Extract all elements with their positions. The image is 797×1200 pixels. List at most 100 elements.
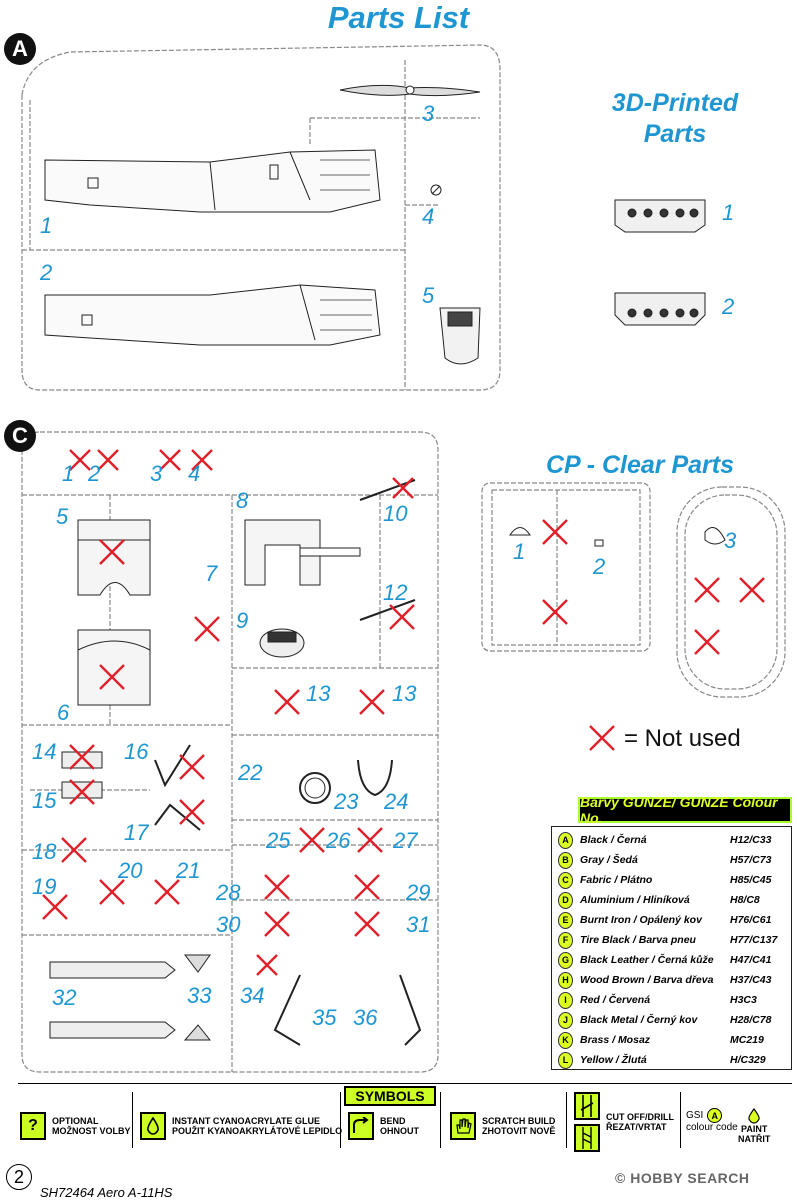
gsi-row: GSI A bbox=[686, 1108, 723, 1123]
small-block-parts bbox=[61, 751, 103, 799]
strut-part-10 bbox=[359, 479, 416, 621]
colour-letter-icon: B bbox=[558, 851, 573, 869]
sprue-c-part-number: 15 bbox=[32, 788, 57, 813]
ring-part-23 bbox=[299, 772, 331, 804]
symbol-glue-label: INSTANT CYANOACRYLATE GLUE bbox=[172, 1116, 321, 1126]
colour-name: Burnt Iron / Opálený kov bbox=[580, 914, 702, 926]
symbol-cut-label: CUT OFF/DRILL bbox=[606, 1112, 674, 1122]
colour-name: Black Leather / Černá kůže bbox=[580, 954, 714, 966]
symbol-separator bbox=[566, 1092, 567, 1148]
symbol-bend-label: BEND bbox=[380, 1116, 406, 1126]
clear-part-number: 2 bbox=[593, 554, 606, 579]
symbol-cut-label-cz: ŘEZAT/VRTAT bbox=[606, 1122, 667, 1132]
sprue-c-part-number: 7 bbox=[205, 561, 218, 586]
sprue-a-part-number: 1 bbox=[40, 213, 53, 238]
sprue-c-part-number: 2 bbox=[88, 461, 101, 486]
colour-letter-icon: K bbox=[558, 1031, 573, 1049]
cut-off-icon bbox=[574, 1092, 600, 1120]
sprue-c-part-number: 12 bbox=[383, 580, 408, 605]
question-icon: ? bbox=[20, 1112, 46, 1140]
rod-parts bbox=[154, 744, 201, 831]
colour-name: Yellow / Žlutá bbox=[580, 1054, 647, 1066]
symbol-separator bbox=[132, 1092, 133, 1148]
section-badge-c: C bbox=[4, 420, 36, 452]
colour-name: Gray / Šedá bbox=[580, 854, 638, 866]
colour-letter-icon: C bbox=[558, 871, 573, 889]
not-used-legend: = Not used bbox=[624, 725, 741, 752]
printed-engine-2 bbox=[614, 292, 706, 326]
hand-icon bbox=[450, 1112, 476, 1140]
seat-part-6 bbox=[77, 629, 151, 706]
symbol-scratch-label-cz: ZHOTOVIT NOVĚ bbox=[482, 1126, 556, 1136]
colour-letter-icon: E bbox=[558, 911, 573, 929]
sprue-c-part-number: 21 bbox=[176, 858, 201, 883]
product-code: SH72464 Aero A-11HS bbox=[40, 1185, 173, 1200]
symbol-gsi: GSI A colour code bbox=[686, 1108, 738, 1133]
cone-part-33 bbox=[183, 954, 212, 1041]
strut-parts bbox=[273, 974, 422, 1046]
paint-drop-icon bbox=[748, 1108, 760, 1124]
sprue-c-part-number: 14 bbox=[32, 739, 57, 764]
sprue-c-part-number: 13 bbox=[306, 681, 331, 706]
sprue-c-part-number: 1 bbox=[62, 461, 75, 486]
sprue-c-part-number: 3 bbox=[150, 461, 163, 486]
colour-code: H37/C43 bbox=[730, 974, 772, 986]
clear-part-number: 3 bbox=[724, 528, 737, 553]
sprue-c-part-number: 18 bbox=[32, 839, 57, 864]
sprue-c-part-number: 33 bbox=[187, 983, 212, 1008]
sprue-c-part-number: 36 bbox=[353, 1005, 378, 1030]
colour-code: H47/C41 bbox=[730, 954, 772, 966]
colour-code: H/C329 bbox=[730, 1054, 766, 1066]
sprue-a-part-number: 3 bbox=[422, 101, 435, 126]
colour-letter-icon: F bbox=[558, 931, 573, 949]
page-number: 2 bbox=[6, 1164, 32, 1190]
bracket-part-8 bbox=[244, 519, 361, 586]
sprue-a-part-number: 5 bbox=[422, 283, 435, 308]
symbol-separator bbox=[440, 1092, 441, 1148]
colour-table-title: Barvy GUNZE/ GUNZE Colour No. bbox=[578, 794, 792, 826]
colour-name: Aluminium / Hliníková bbox=[580, 894, 690, 906]
colour-name: Fabric / Plátno bbox=[580, 874, 653, 886]
sprue-c-part-number: 31 bbox=[406, 912, 431, 937]
colour-letter-icon: I bbox=[558, 991, 573, 1009]
symbols-divider bbox=[18, 1083, 792, 1084]
sprue-c-part-number: 16 bbox=[124, 739, 149, 764]
sprue-c-part-number: 34 bbox=[240, 983, 265, 1008]
page-title: Parts List bbox=[327, 0, 470, 35]
printed-part-number: 1 bbox=[722, 200, 735, 225]
clear-parts-frames bbox=[481, 482, 786, 698]
paint-block: PAINT NATŘIT bbox=[738, 1108, 770, 1144]
printed-engine-1 bbox=[614, 199, 706, 233]
radiator-part bbox=[439, 307, 481, 365]
symbol-separator bbox=[340, 1092, 341, 1148]
colour-code: H85/C45 bbox=[730, 874, 772, 886]
colour-code: H28/C78 bbox=[730, 1014, 772, 1026]
sprue-a-part-number: 4 bbox=[422, 204, 435, 229]
sprue-a-part-number: 2 bbox=[40, 260, 53, 285]
symbol-glue-label-cz: POUŽIT KYANOAKRYLÁTOVÉ LEPIDLO bbox=[172, 1126, 343, 1136]
sprue-a-frame bbox=[21, 44, 501, 391]
drill-icon bbox=[574, 1124, 600, 1152]
colour-name: Tire Black / Barva pneu bbox=[580, 934, 696, 946]
sprue-c-part-number: 23 bbox=[334, 789, 359, 814]
sprue-c-part-number: 26 bbox=[326, 828, 351, 853]
printed-parts-title-line1: 3D-Printed bbox=[611, 89, 739, 117]
sprue-c-part-number: 5 bbox=[56, 504, 69, 529]
colour-code: H57/C73 bbox=[730, 854, 772, 866]
colour-letter-icon: A bbox=[558, 831, 573, 849]
sprue-c-part-number: 6 bbox=[57, 700, 70, 725]
sprue-c-part-number: 13 bbox=[392, 681, 417, 706]
sprue-c-part-number: 24 bbox=[384, 789, 409, 814]
